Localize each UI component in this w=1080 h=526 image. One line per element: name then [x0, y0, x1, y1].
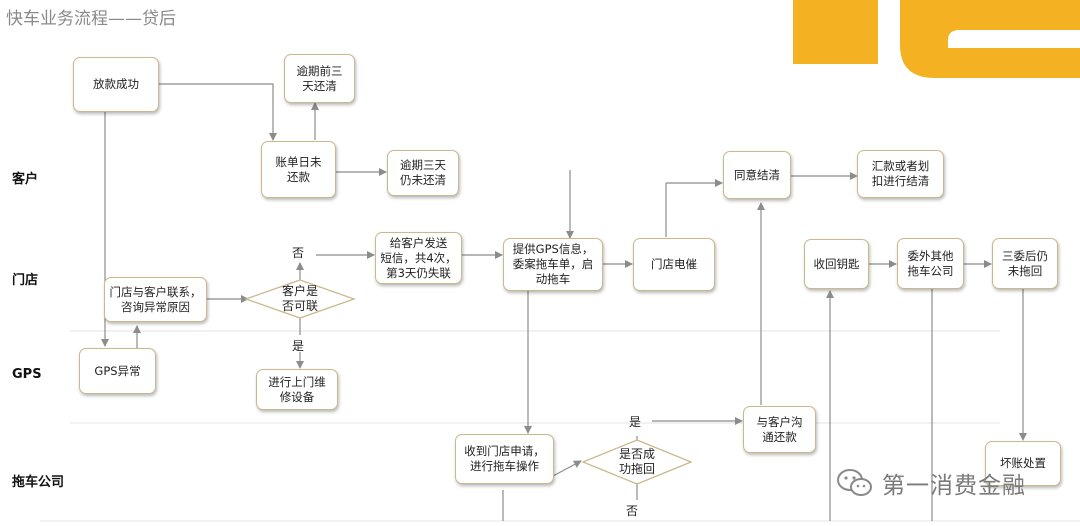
- node-repay-before-3days: 逾期前三 天还清: [284, 54, 355, 103]
- lane-label-customer: 客户: [12, 172, 39, 187]
- node-gps-abnormal: GPS异常: [79, 348, 156, 394]
- lane-label-tow-company: 拖车公司: [12, 475, 65, 490]
- lane-separators: [40, 330, 1080, 522]
- node-take-key: 收回钥匙: [804, 239, 869, 289]
- node-loan-success: 放款成功: [73, 57, 159, 112]
- page-title: 快车业务流程——贷后: [6, 9, 176, 29]
- watermark: 第一消费金融: [836, 466, 1026, 500]
- node-outsource-tow: 委外其他 拖车公司: [897, 238, 964, 289]
- lane-label-store: 门店: [12, 273, 39, 288]
- node-overdue-3days: 逾期三天 仍未还清: [387, 150, 459, 196]
- decision-reachable-shape: [244, 279, 356, 319]
- node-send-sms: 给客户发送 短信，共4次， 第3天仍失联: [375, 232, 462, 284]
- node-bill-day-unpaid: 账单日未 还款: [261, 141, 336, 198]
- decision-tow-success-shape: [581, 439, 693, 485]
- edge-label-yes-reach: 是: [292, 339, 305, 353]
- node-three-outsource-fail: 三委后仍 未拖回: [992, 238, 1058, 289]
- edge-label-no-tow: 否: [626, 504, 639, 518]
- node-agree-settle: 同意结清: [723, 151, 791, 199]
- decision-reachable: 客户是 否可联: [281, 284, 318, 313]
- node-receive-request: 收到门店申请， 进行拖车操作: [455, 434, 554, 484]
- edge-label-yes-tow: 是: [629, 415, 642, 429]
- watermark-text: 第一消费金融: [882, 473, 1026, 499]
- node-provide-gps: 提供GPS信息， 委案拖车单，启 动拖车: [503, 238, 603, 291]
- lane-label-gps: GPS: [12, 367, 42, 382]
- node-remit-settle: 汇款或者划 扣进行结清: [857, 150, 944, 198]
- node-store-urge: 门店电催: [633, 238, 715, 291]
- node-onsite-repair: 进行上门维 修设备: [256, 369, 338, 410]
- logo-decoration: [793, 0, 1080, 78]
- node-bad-debt: 坏账处置: [985, 441, 1061, 486]
- edge-label-no-reach: 否: [292, 246, 305, 260]
- decision-tow-success: 是否成 功拖回: [618, 447, 655, 476]
- node-contact-customer: 门店与客户联系， 咨询异常原因: [104, 277, 207, 322]
- node-negotiate-repay: 与客户沟 通还款: [743, 406, 816, 453]
- wechat-icon: [837, 469, 872, 496]
